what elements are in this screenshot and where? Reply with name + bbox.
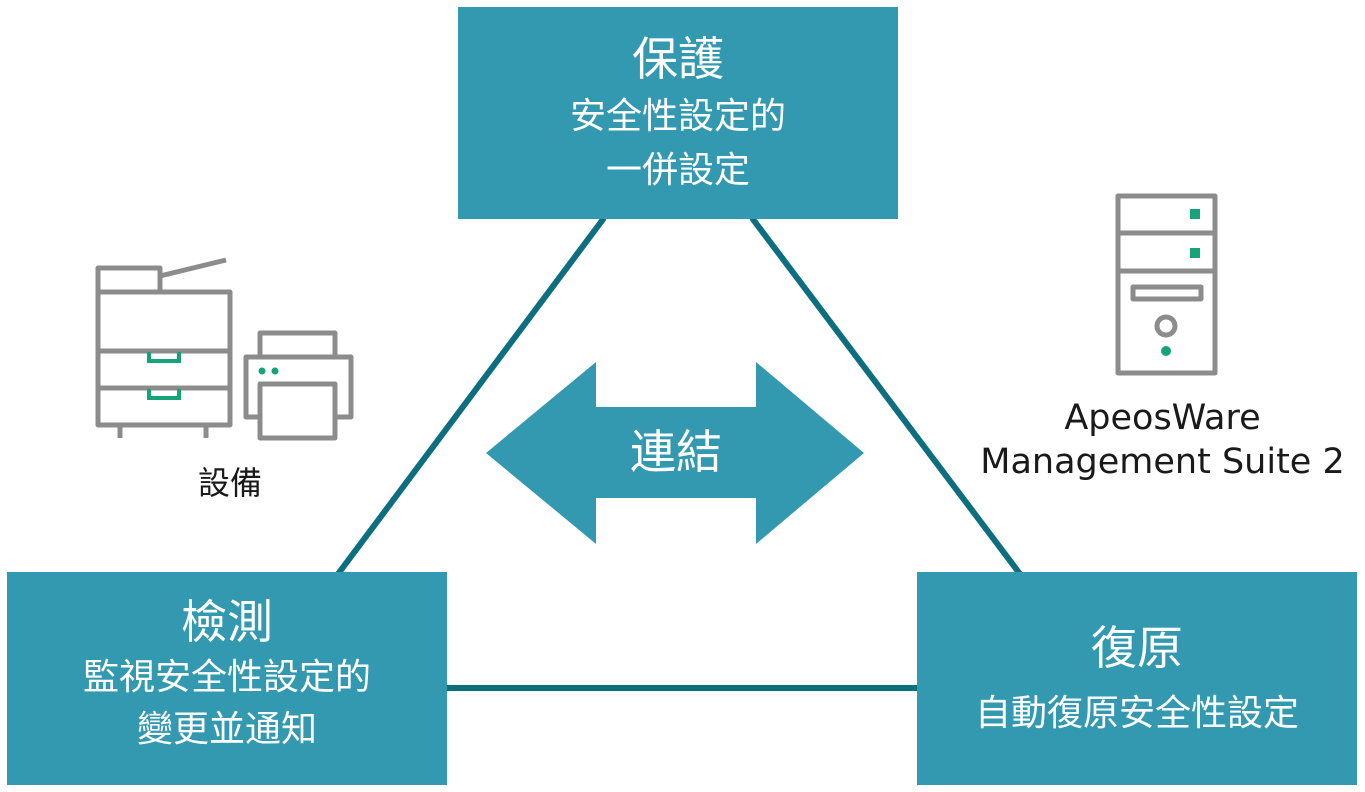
detect-box: 檢測 監視安全性設定的 變更並通知 — [7, 572, 447, 785]
multifunction-printer-icon — [95, 257, 233, 438]
double-arrow-icon — [486, 362, 864, 544]
detect-desc-line1: 監視安全性設定的 — [82, 657, 371, 698]
server-label-line1: ApeosWare — [1064, 398, 1261, 438]
recover-box: 復原 自動復原安全性設定 — [917, 572, 1357, 785]
protect-box: 保護 安全性設定的 一併設定 — [458, 7, 898, 219]
recover-desc-line1: 自動復原安全性設定 — [974, 693, 1299, 734]
server-label-line2: Management Suite 2 — [980, 442, 1345, 482]
devices-label: 設備 — [197, 464, 262, 502]
protect-desc-line2: 一併設定 — [605, 150, 750, 191]
connector-protect-recover — [749, 216, 1023, 576]
connector-protect-detect — [335, 216, 607, 576]
protect-desc-line1: 安全性設定的 — [569, 96, 786, 137]
printer-icon — [243, 330, 354, 441]
detect-desc-line2: 變更並通知 — [136, 709, 317, 750]
server-label: ApeosWare Management Suite 2 — [965, 396, 1360, 484]
protect-title: 保護 — [632, 32, 724, 86]
server-tower-icon — [1115, 193, 1218, 376]
recover-title: 復原 — [1091, 621, 1183, 675]
detect-title: 檢測 — [181, 595, 273, 649]
link-label: 連結 — [630, 425, 722, 479]
